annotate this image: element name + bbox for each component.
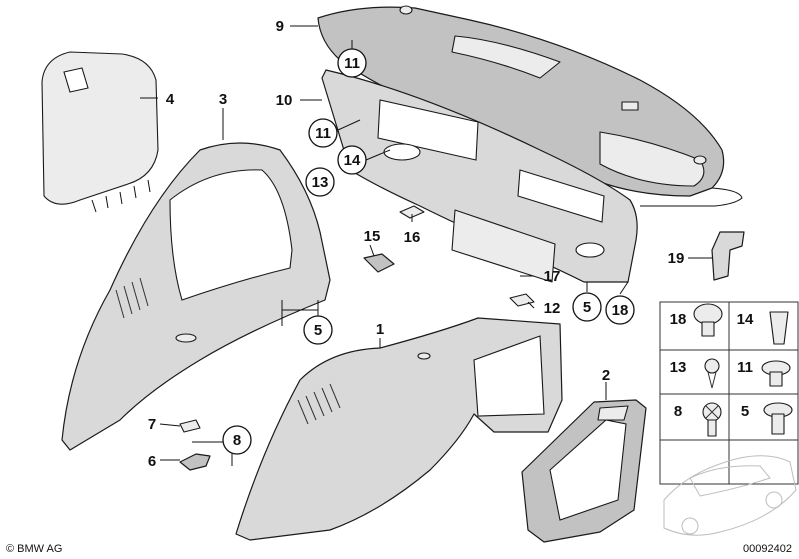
callout-15: 15 [364,228,381,245]
callout-17: 17 [544,268,561,285]
part-12-plug [509,293,535,307]
part-16-cap [399,205,425,219]
copyright-text: © BMW AG [6,543,62,555]
fastener-18-icon [693,303,723,337]
part-7-plug [179,419,201,433]
grid-label-5: 5 [741,403,749,420]
callout-5a: 5 [583,299,591,316]
callout-6: 6 [148,453,156,470]
part-3-left-trim [61,142,331,451]
callout-1: 1 [376,321,384,338]
fastener-14-icon [769,311,789,345]
callout-circles [222,48,635,455]
callout-7: 7 [148,416,156,433]
grid-label-11: 11 [737,359,753,376]
callout-labels: 9 11 4 3 10 11 14 13 15 16 17 12 5 18 19… [148,18,685,470]
part-10-trim-panel [321,69,638,283]
part-9-cover [317,5,743,207]
grid-label-18: 18 [670,311,687,328]
part-1-right-trim [235,317,563,541]
callout-10: 10 [276,92,293,109]
part-19-bracket [711,231,745,281]
callout-16: 16 [404,229,421,246]
part-6-clip [179,453,211,471]
callout-4: 4 [166,91,175,108]
grid-label-8: 8 [674,403,682,420]
car-thumbnail-icon [663,455,797,536]
callout-5b: 5 [314,322,322,339]
fastener-5-icon [763,402,793,435]
fastener-grid [659,301,799,485]
diagram-code: 00092402 [743,543,792,555]
callout-11a: 11 [344,55,360,72]
fastener-grid-labels: 18 14 13 11 8 5 [670,311,754,420]
grid-label-14: 14 [737,311,754,328]
callout-2: 2 [602,367,610,384]
part-15-clip [363,253,395,273]
callout-14: 14 [344,152,361,169]
part-4-cover-panel [41,51,159,213]
callout-3: 3 [219,91,227,108]
fastener-8-icon [702,402,722,437]
callout-19: 19 [668,250,685,267]
callout-18: 18 [612,302,629,319]
callout-12: 12 [544,300,561,317]
fastener-11-icon [761,360,791,387]
callout-8: 8 [233,432,241,449]
callout-11b: 11 [315,125,331,142]
leader-lines [140,25,712,466]
callout-9: 9 [276,18,284,35]
callout-13: 13 [312,174,329,191]
grid-label-13: 13 [670,359,687,376]
part-2-lid-frame [521,399,647,543]
fastener-13-icon [704,358,720,389]
